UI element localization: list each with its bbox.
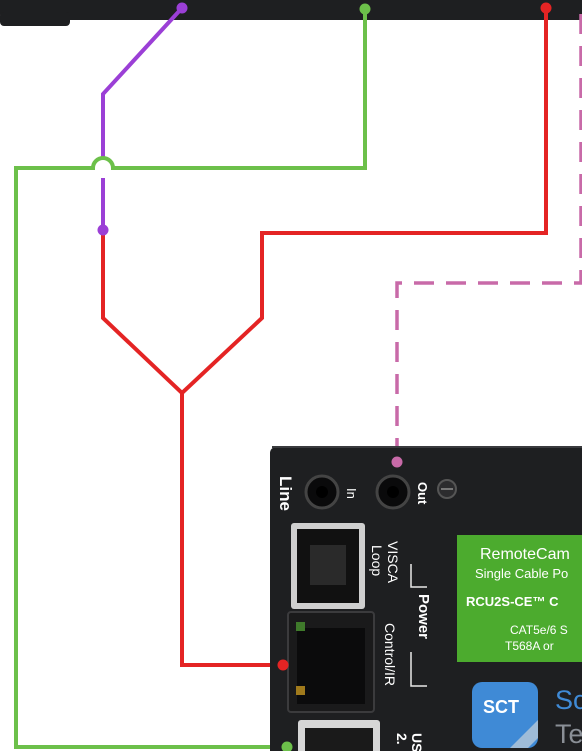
top-device-foot — [0, 12, 70, 26]
line-label: Line — [276, 476, 295, 511]
green-usb-terminal — [281, 741, 293, 751]
logo-badge-text: SCT — [483, 697, 519, 717]
control-ir-port-socket — [297, 628, 365, 704]
purple-top-terminal — [176, 2, 188, 14]
power-bracket-top — [410, 564, 427, 588]
logo-text-line1: Sc — [555, 685, 582, 715]
purple-red-junction — [97, 224, 109, 236]
cable-spec: CAT5e/6 S — [510, 623, 568, 637]
top-device-body — [0, 0, 582, 20]
power-bracket-bottom — [410, 652, 427, 687]
usb-label: US — [409, 733, 425, 751]
product-model: RCU2S-CE™ C — [466, 594, 559, 609]
logo-badge — [472, 682, 538, 748]
product-subtitle: Single Cable Po — [475, 566, 568, 581]
red-wire — [101, 8, 548, 667]
status-led — [296, 686, 305, 695]
green-wire — [14, 8, 367, 749]
green-top-terminal — [359, 3, 371, 15]
control-ir-label: Control/IR — [382, 623, 398, 686]
control-led — [296, 622, 305, 631]
bottom-device: Line In Out VISCA Loop Power Control/IR … — [270, 446, 582, 751]
pink-out-terminal — [391, 456, 403, 468]
loop-label: Loop — [369, 545, 385, 576]
line-out-jack-hole — [387, 486, 399, 498]
product-name: RemoteCam — [480, 546, 570, 563]
in-label: In — [344, 488, 359, 499]
logo-text-line2: Te — [555, 719, 582, 749]
red-control-terminal — [277, 659, 289, 671]
logo-corner — [510, 720, 538, 748]
usb-version-label: 2. — [394, 733, 410, 745]
wiring-standard: T568A or — [505, 639, 554, 653]
product-label-panel — [457, 535, 582, 662]
out-label: Out — [415, 482, 430, 505]
visca-loop-port-pins — [310, 545, 346, 585]
usb-port-socket — [305, 728, 373, 751]
power-label: Power — [415, 594, 432, 639]
line-in-jack-hole — [316, 486, 328, 498]
red-top-terminal — [540, 2, 552, 14]
purple-wire — [101, 6, 184, 230]
visca-label: VISCA — [385, 541, 401, 584]
top-device — [0, 0, 582, 26]
pink-dashed-wire — [395, 14, 582, 462]
